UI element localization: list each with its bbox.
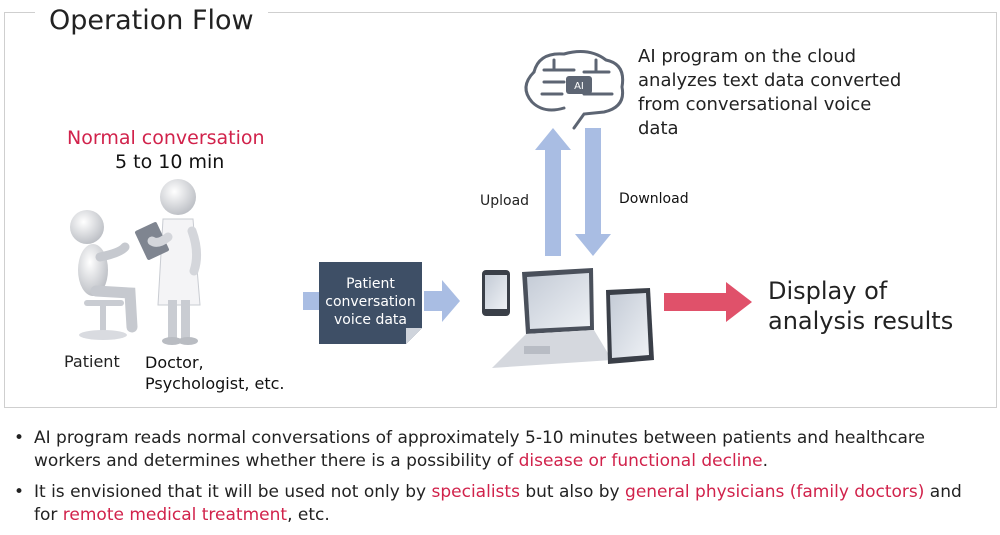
patient-figure bbox=[70, 210, 138, 340]
voice-data-line2: conversation bbox=[325, 294, 416, 310]
flow-title: Operation Flow bbox=[35, 7, 268, 34]
document-icon bbox=[319, 262, 422, 344]
doctor-label-line2: Psychologist, etc. bbox=[145, 374, 285, 393]
arrow-to-results bbox=[664, 282, 752, 322]
upload-download-arrows bbox=[535, 128, 611, 256]
bullet-marker: • bbox=[14, 428, 25, 448]
bullet-1-text: AI program reads normal conversations of… bbox=[34, 428, 925, 471]
bullet-2-mid: but also by bbox=[519, 482, 626, 502]
cloud-line3: from conversational voice bbox=[638, 94, 872, 115]
bullet-2-remote-treatment: remote medical treatment bbox=[62, 505, 288, 525]
bullet-2-mid2: and for bbox=[34, 482, 962, 525]
voice-data-line1: Patient bbox=[346, 276, 395, 292]
conversation-heading: Normal conversation bbox=[67, 127, 265, 149]
cloud-line1: AI program on the cloud bbox=[638, 46, 857, 67]
smartphone-icon bbox=[482, 270, 510, 316]
cloud-line2: analyzes text data converted bbox=[638, 70, 902, 91]
bullet-2-general-physicians: general physicians (family doctors) bbox=[625, 482, 925, 502]
tablet-icon bbox=[606, 288, 654, 364]
patient-doctor-illustration bbox=[70, 179, 202, 345]
devices-illustration bbox=[482, 268, 654, 368]
ai-chip-label: AI bbox=[574, 81, 584, 92]
doctor-label-line1: Doctor, bbox=[145, 353, 204, 372]
bullet-list: • AI program reads normal conversations … bbox=[14, 427, 989, 535]
voice-data-label: Patient conversation voice data bbox=[319, 275, 422, 329]
laptop-icon bbox=[492, 268, 612, 368]
results-label: Display of analysis results bbox=[768, 276, 953, 336]
bullet-item-1: • AI program reads normal conversations … bbox=[14, 427, 989, 473]
download-arrow bbox=[575, 128, 611, 256]
arrow-to-devices bbox=[424, 280, 460, 322]
bullet-2-end: , etc. bbox=[287, 505, 330, 525]
upload-arrow bbox=[535, 128, 571, 256]
bullet-1-highlight: disease or functional decline bbox=[518, 451, 763, 471]
bullet-2-specialists: specialists bbox=[431, 482, 520, 502]
upload-label: Upload bbox=[480, 193, 530, 209]
download-label: Download bbox=[619, 191, 689, 207]
ai-brain-icon: AI bbox=[524, 50, 625, 130]
patient-label: Patient bbox=[64, 352, 120, 371]
results-line1: Display of bbox=[768, 277, 888, 305]
doctor-label: Doctor, Psychologist, etc. bbox=[145, 352, 285, 394]
bullet-item-2: • It is envisioned that it will be used … bbox=[14, 481, 989, 527]
bullet-marker: • bbox=[14, 482, 25, 502]
voice-data-line3: voice data bbox=[333, 312, 408, 328]
cloud-description: AI program on the cloud analyzes text da… bbox=[638, 45, 938, 141]
results-line2: analysis results bbox=[768, 307, 954, 335]
bullet-2-text: It is envisioned that it will be used no… bbox=[34, 482, 432, 502]
arrow-to-voice-data bbox=[303, 292, 319, 310]
conversation-duration: 5 to 10 min bbox=[115, 151, 225, 173]
doctor-figure bbox=[135, 179, 202, 345]
cloud-line4: data bbox=[638, 118, 679, 139]
bullet-1-end: . bbox=[762, 451, 769, 471]
